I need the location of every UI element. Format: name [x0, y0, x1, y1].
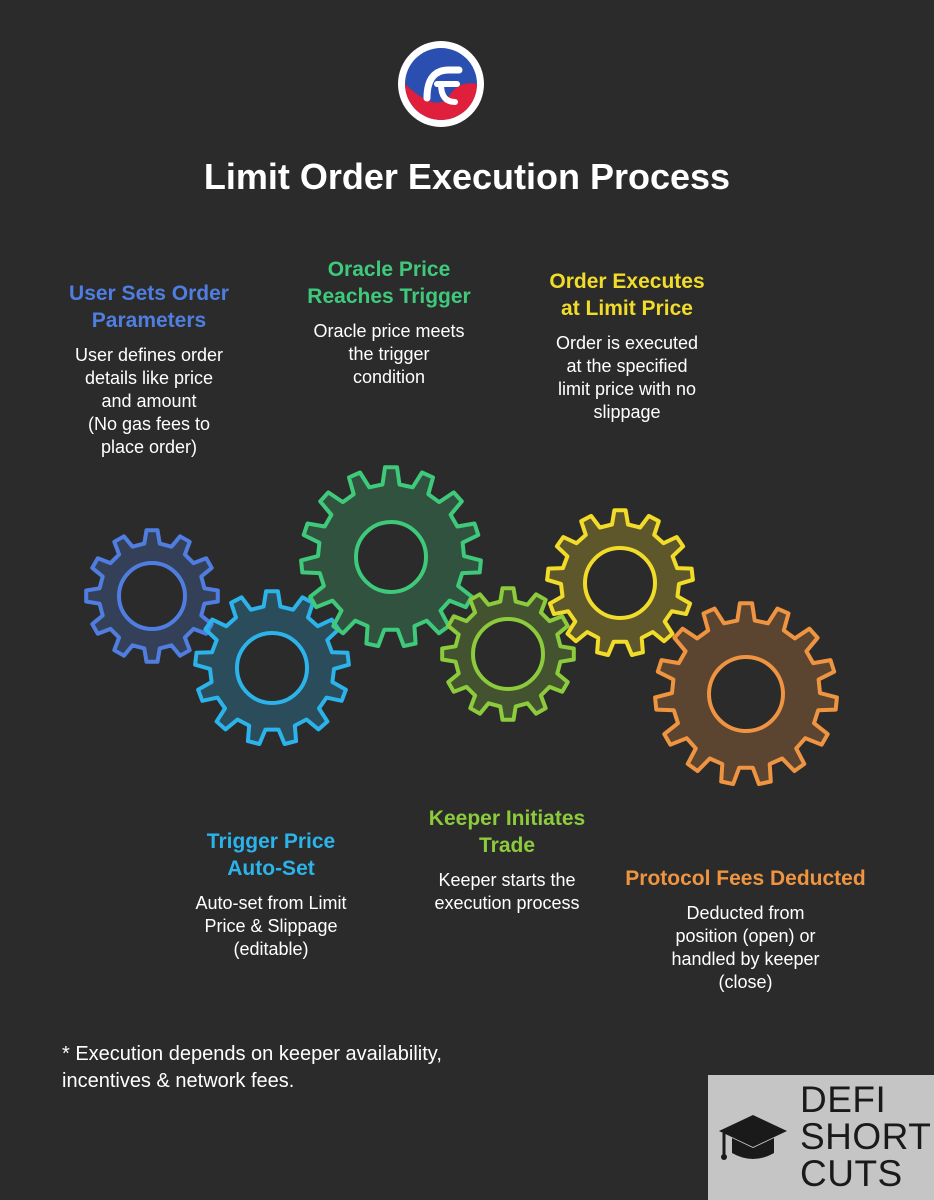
step-title: Oracle Price Reaches Trigger	[307, 258, 471, 308]
step-order-executes: Order Executes at Limit Price Order is e…	[518, 268, 736, 424]
step-title: Protocol Fees Deducted	[625, 867, 866, 890]
step-description: Oracle price meets the trigger condition	[313, 321, 465, 387]
step-keeper-initiates: Keeper Initiates Trade Keeper starts the…	[398, 805, 616, 915]
gear-orange-icon	[653, 601, 839, 787]
defi-logo-icon	[398, 41, 484, 127]
step-description: Auto-set from Limit Price & Slippage (ed…	[195, 893, 347, 959]
step-oracle-price: Oracle Price Reaches Trigger Oracle pric…	[280, 256, 498, 389]
gear-yellow-icon	[545, 508, 695, 657]
step-description: Keeper starts the execution process	[434, 870, 580, 913]
gear-lime-hole	[471, 617, 545, 691]
gear-blue-icon	[84, 528, 220, 664]
step-title: Keeper Initiates Trade	[428, 807, 586, 857]
graduation-cap-icon	[719, 1115, 787, 1160]
gear-cyan-icon	[193, 589, 351, 746]
gear-green-hole	[354, 520, 428, 594]
gear-yellow-hole	[583, 546, 657, 620]
step-user-sets-order: User Sets Order Parameters User defines …	[40, 280, 258, 459]
brand-text: DEFI SHORT CUTS	[800, 1079, 932, 1194]
gear-orange-hole	[707, 655, 785, 733]
gear-blue-hole	[117, 561, 187, 631]
brand-badge: DEFI SHORT CUTS	[708, 1075, 934, 1200]
step-trigger-price: Trigger Price Auto-Set Auto-set from Lim…	[162, 828, 380, 961]
step-title: Trigger Price Auto-Set	[206, 830, 336, 880]
gear-green-icon	[299, 465, 483, 649]
step-description: Order is executed at the specified limit…	[555, 333, 699, 422]
step-description: User defines order details like price an…	[74, 345, 224, 457]
gear-lime-icon	[440, 586, 576, 722]
step-description: Deducted from position (open) or handled…	[671, 903, 820, 992]
gear-cyan-hole	[235, 631, 309, 705]
page-title: Limit Order Execution Process	[203, 156, 731, 197]
step-title: User Sets Order Parameters	[69, 282, 229, 332]
step-protocol-fees: Protocol Fees Deducted Deducted from pos…	[608, 865, 883, 994]
step-title: Order Executes at Limit Price	[549, 270, 705, 320]
footnote: * Execution depends on keeper availabili…	[62, 1043, 442, 1092]
